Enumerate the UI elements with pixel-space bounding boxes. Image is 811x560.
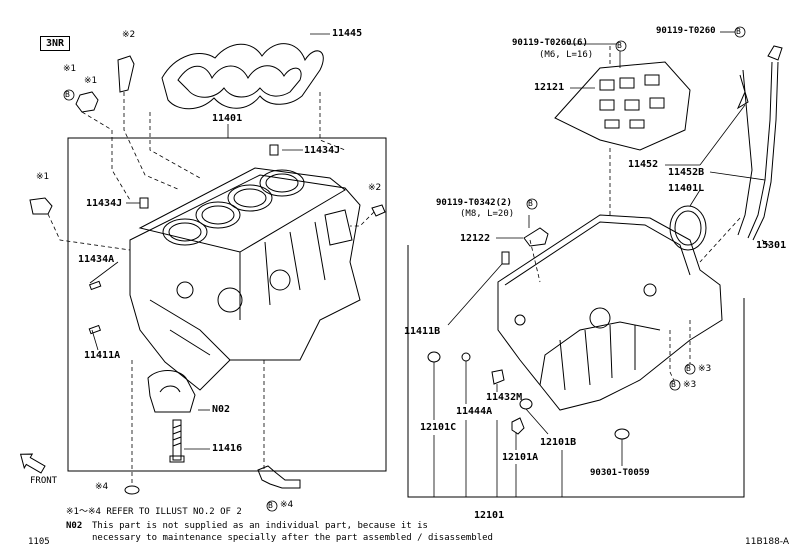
circled-ref-b: B bbox=[686, 364, 691, 373]
part-label-11411b[interactable]: 11411B bbox=[404, 326, 441, 337]
circled-ref-b: B bbox=[268, 501, 273, 510]
part-label-12122[interactable]: 12122 bbox=[460, 233, 491, 244]
part-label-12101c[interactable]: 12101C bbox=[420, 422, 457, 433]
part-label-11416[interactable]: 11416 bbox=[212, 443, 243, 454]
circled-ref-b: B bbox=[736, 27, 741, 36]
ref-mark-3: ※3 bbox=[698, 364, 712, 374]
part-label-12121[interactable]: 12121 bbox=[534, 82, 565, 93]
ref-mark-1: ※1 bbox=[36, 172, 50, 182]
bolt-spec-m8: (M8, L=20) bbox=[460, 209, 515, 219]
reference-note: ※1～※4 REFER TO ILLUST NO.2 OF 2 bbox=[66, 507, 242, 517]
part-label-11444a[interactable]: 11444A bbox=[456, 406, 493, 417]
ref-mark-1: ※1 bbox=[63, 64, 77, 74]
circled-ref-b: B bbox=[65, 90, 70, 99]
oil-pan-group-bracket bbox=[407, 245, 745, 498]
bolt-label-90119-t0342[interactable]: 90119-T0342(2) bbox=[436, 198, 512, 208]
bolt-label-90119-t0260[interactable]: 90119-T0260 bbox=[656, 26, 716, 36]
part-label-11434a[interactable]: 11434A bbox=[78, 254, 115, 265]
ref-mark-3: ※3 bbox=[683, 380, 697, 390]
cylinder-block-group-box bbox=[67, 137, 387, 472]
illustration-id: 11B188-A bbox=[745, 537, 790, 547]
part-label-11401l[interactable]: 11401L bbox=[668, 183, 705, 194]
part-label-11401[interactable]: 11401 bbox=[212, 113, 243, 124]
circled-ref-b: B bbox=[528, 199, 533, 208]
circled-ref-b: B bbox=[617, 41, 622, 50]
circled-ref-b: B bbox=[671, 380, 676, 389]
front-label: FRONT bbox=[30, 476, 58, 486]
ref-mark-2: ※2 bbox=[122, 30, 136, 40]
part-label-15301[interactable]: 15301 bbox=[756, 240, 787, 251]
oil-pan-shape bbox=[497, 214, 723, 411]
bolt-label-90119-t0260-6[interactable]: 90119-T0260(6) bbox=[512, 38, 588, 48]
part-label-n02[interactable]: N02 bbox=[212, 404, 231, 415]
cylinder-cover-shape bbox=[161, 43, 324, 110]
cylinder-block-shape bbox=[129, 167, 361, 391]
ref-mark-4: ※4 bbox=[280, 500, 294, 510]
ref-mark-1: ※1 bbox=[84, 76, 98, 86]
part-label-11432m[interactable]: 11432M bbox=[486, 392, 523, 403]
page-code: 1105 bbox=[28, 537, 50, 547]
engine-code-badge: 3NR bbox=[40, 36, 71, 51]
ref-mark-2: ※2 bbox=[368, 183, 382, 193]
bearing-cap-shape bbox=[147, 370, 196, 413]
bolt-11416-shape bbox=[169, 419, 185, 463]
bolt-spec-m6: (M6, L=16) bbox=[539, 50, 594, 60]
part-label-90301-t0059[interactable]: 90301-T0059 bbox=[590, 468, 650, 478]
part-label-11452b[interactable]: 11452B bbox=[668, 167, 705, 178]
part-label-12101b[interactable]: 12101B bbox=[540, 437, 577, 448]
part-label-11434j[interactable]: 11434J bbox=[304, 145, 341, 156]
baffle-plate-shape bbox=[554, 61, 691, 151]
part-label-11445[interactable]: 11445 bbox=[332, 28, 363, 39]
ref-mark-4: ※4 bbox=[95, 482, 109, 492]
oil-seal-shape bbox=[669, 205, 707, 251]
dipstick-shape bbox=[736, 45, 783, 241]
note-n02-line1: This part is not supplied as an individu… bbox=[92, 521, 428, 531]
front-arrow-shape bbox=[19, 453, 46, 474]
part-label-11411a[interactable]: 11411A bbox=[84, 350, 121, 361]
note-n02-line2: necessary to maintenance specially after… bbox=[92, 533, 493, 543]
note-code-n02: N02 bbox=[66, 521, 83, 531]
part-label-11452[interactable]: 11452 bbox=[628, 159, 659, 170]
part-label-12101[interactable]: 12101 bbox=[474, 510, 505, 521]
part-label-12101a[interactable]: 12101A bbox=[502, 452, 539, 463]
part-label-11434j[interactable]: 11434J bbox=[86, 198, 123, 209]
